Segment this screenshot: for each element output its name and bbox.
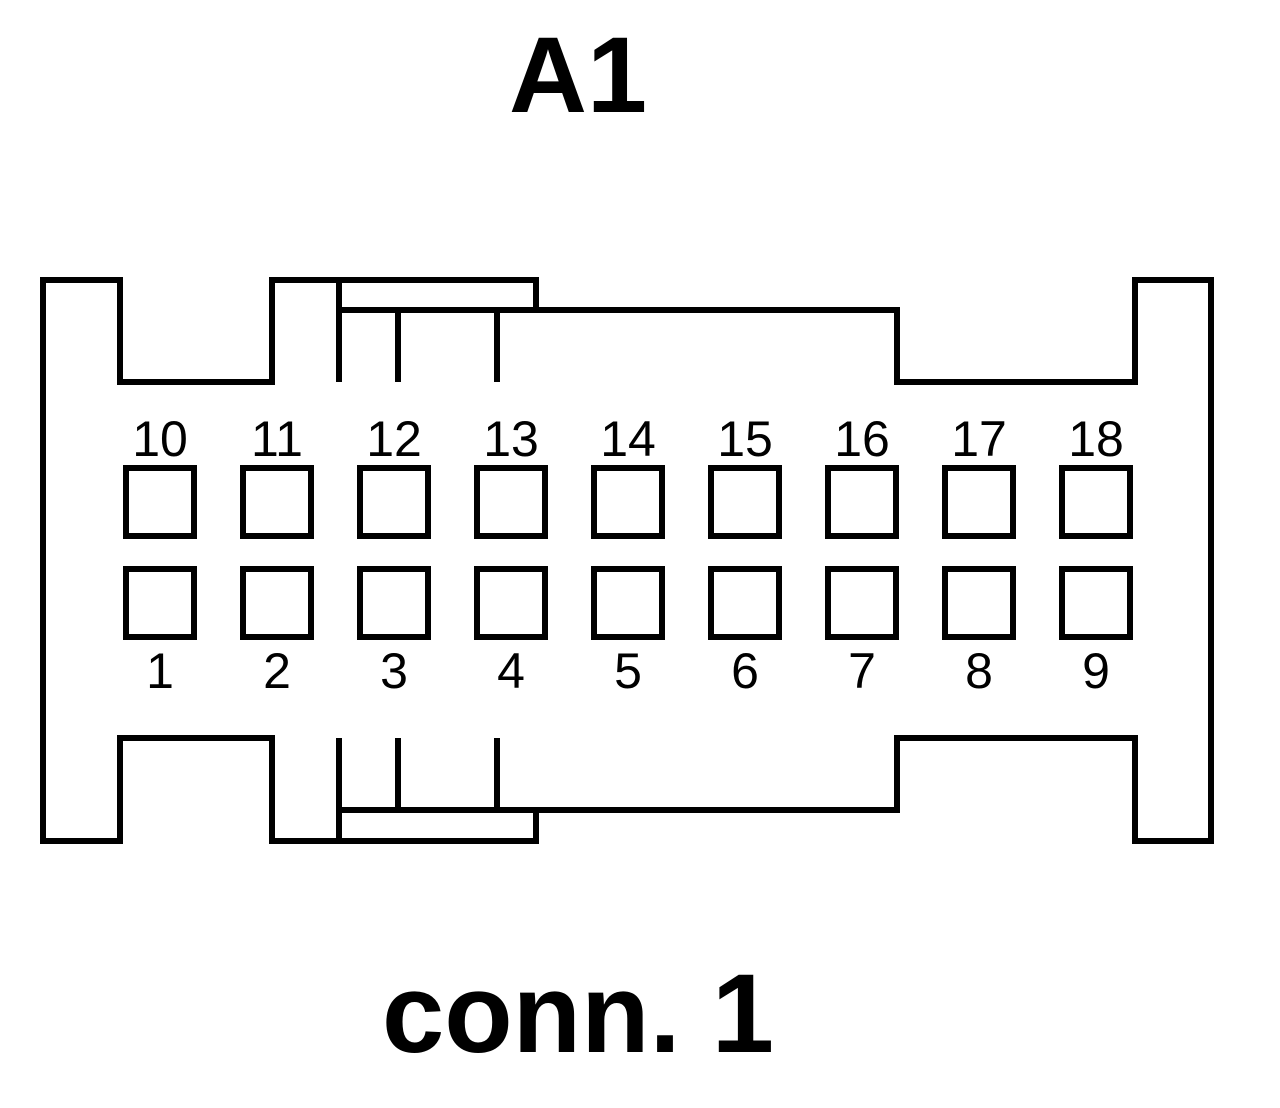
pin-cavity-13 <box>474 465 548 539</box>
top-pin-row: 10 11 12 13 14 15 16 17 18 <box>123 411 1133 539</box>
pin-label-5: 5 <box>614 643 642 699</box>
pin-cavity-1 <box>123 566 197 640</box>
pin-label-18: 18 <box>1068 411 1124 467</box>
pin-cavity-8 <box>942 566 1016 640</box>
pin-cavity-12 <box>357 465 431 539</box>
pin-label-9: 9 <box>1082 643 1110 699</box>
pin-label-2: 2 <box>263 643 291 699</box>
lower-latch <box>336 738 536 841</box>
pin-cavity-9 <box>1059 566 1133 640</box>
pin-label-6: 6 <box>731 643 759 699</box>
pin-label-8: 8 <box>965 643 993 699</box>
pin-label-4: 4 <box>497 643 525 699</box>
pin-cavity-17 <box>942 465 1016 539</box>
pin-label-16: 16 <box>834 411 890 467</box>
pin-cavity-15 <box>708 465 782 539</box>
pin-cavity-11 <box>240 465 314 539</box>
pin-cavity-3 <box>357 566 431 640</box>
connector-caption: conn. 1 <box>382 951 774 1076</box>
pin-cavity-2 <box>240 566 314 640</box>
upper-latch <box>336 280 536 382</box>
connector-housing <box>40 277 1214 844</box>
pin-cavity-18 <box>1059 465 1133 539</box>
pin-cavity-5 <box>591 566 665 640</box>
pin-label-1: 1 <box>146 643 174 699</box>
pin-label-7: 7 <box>848 643 876 699</box>
pin-label-10: 10 <box>132 411 188 467</box>
pin-label-11: 11 <box>251 411 303 467</box>
pin-label-17: 17 <box>951 411 1007 467</box>
connector-id-label: A1 <box>509 14 647 135</box>
pin-label-14: 14 <box>600 411 656 467</box>
pin-label-13: 13 <box>483 411 539 467</box>
pin-cavity-4 <box>474 566 548 640</box>
pin-label-3: 3 <box>380 643 408 699</box>
pin-cavity-7 <box>825 566 899 640</box>
pin-label-15: 15 <box>717 411 773 467</box>
pin-label-12: 12 <box>366 411 422 467</box>
pin-cavity-6 <box>708 566 782 640</box>
pin-cavity-14 <box>591 465 665 539</box>
pin-cavity-10 <box>123 465 197 539</box>
bottom-pin-row: 1 2 3 4 5 6 7 8 9 <box>123 566 1133 699</box>
pin-cavity-16 <box>825 465 899 539</box>
